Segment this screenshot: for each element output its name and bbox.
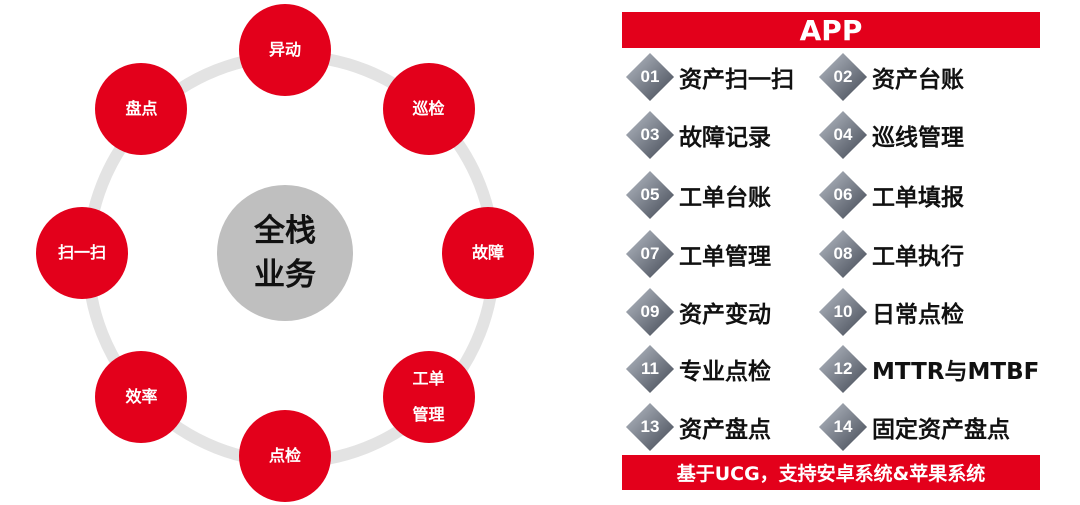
item-label: 工单填报 — [872, 185, 964, 211]
center-line1: 全栈 — [254, 213, 316, 249]
app-item: 02 资产台账 — [818, 52, 964, 102]
diamond-number-icon: 03 — [625, 110, 675, 160]
diamond-number-icon: 08 — [818, 229, 868, 279]
app-footer: 基于UCG，支持安卓系统&苹果系统 — [622, 455, 1040, 490]
item-number: 04 — [833, 125, 853, 144]
diamond-number-icon: 02 — [818, 52, 868, 102]
diamond-number-icon: 09 — [625, 287, 675, 337]
item-label: 固定资产盘点 — [872, 417, 1010, 443]
item-label: 工单执行 — [872, 244, 964, 270]
diamond-number-icon: 10 — [818, 287, 868, 337]
app-item: 13 资产盘点 — [625, 402, 771, 452]
item-label: 资产扫一扫 — [679, 67, 794, 93]
item-number: 06 — [833, 185, 853, 204]
diamond-number-icon: 13 — [625, 402, 675, 452]
diamond-number-icon: 01 — [625, 52, 675, 102]
app-item: 07 工单管理 — [625, 229, 771, 279]
item-number: 05 — [640, 185, 660, 204]
item-number: 09 — [640, 302, 660, 321]
item-number: 02 — [833, 67, 853, 86]
item-label: 日常点检 — [872, 302, 964, 328]
diamond-number-icon: 07 — [625, 229, 675, 279]
item-number: 08 — [833, 244, 853, 263]
node-2: 故障 — [442, 207, 534, 299]
app-item: 05 工单台账 — [625, 170, 771, 220]
diamond-number-icon: 14 — [818, 402, 868, 452]
app-item: 10 日常点检 — [818, 287, 964, 337]
item-number: 03 — [640, 125, 660, 144]
node-label: 扫一扫 — [57, 243, 106, 262]
app-item: 03 故障记录 — [625, 110, 771, 160]
item-number: 10 — [833, 302, 853, 321]
item-label: 故障记录 — [679, 125, 771, 151]
node-1: 巡检 — [382, 63, 475, 156]
app-item: 08 工单执行 — [818, 229, 964, 279]
app-item: 06 工单填报 — [818, 170, 964, 220]
app-header: APP — [622, 12, 1040, 48]
center-line2: 业务 — [254, 257, 316, 293]
node-label: 异动 — [268, 40, 301, 59]
center-circle: 全栈 业务 — [217, 185, 353, 321]
app-item: 01 资产扫一扫 — [625, 52, 794, 102]
item-number: 11 — [641, 359, 659, 378]
node-6: 扫一扫 — [36, 207, 128, 299]
node-5: 效率 — [95, 350, 188, 443]
node-label: 点检 — [268, 446, 301, 465]
node-4: 点检 — [239, 410, 331, 502]
node-label: 巡检 — [412, 99, 445, 119]
item-label: 资产盘点 — [679, 417, 771, 443]
app-item: 09 资产变动 — [625, 287, 771, 337]
item-label: 资产台账 — [872, 67, 964, 93]
node-label: 盘点 — [125, 99, 158, 119]
diamond-number-icon: 11 — [625, 344, 675, 394]
item-number: 12 — [833, 359, 853, 378]
item-label: MTTR与MTBF — [872, 359, 1040, 385]
item-number: 13 — [640, 417, 660, 436]
item-label: 巡线管理 — [872, 125, 964, 151]
node-label: 效率 — [125, 386, 158, 406]
diamond-number-icon: 12 — [818, 344, 868, 394]
node-3: 工单管理 — [382, 350, 475, 443]
item-label: 工单台账 — [679, 185, 771, 211]
node-0: 异动 — [239, 4, 331, 96]
node-7: 盘点 — [95, 63, 188, 156]
item-label: 资产变动 — [679, 302, 771, 328]
item-number: 14 — [833, 417, 853, 436]
item-label: 工单管理 — [679, 244, 771, 270]
item-number: 01 — [640, 67, 660, 86]
node-label: 管理 — [412, 404, 445, 424]
item-number: 07 — [640, 244, 660, 263]
app-item: 04 巡线管理 — [818, 110, 964, 160]
diamond-number-icon: 06 — [818, 170, 868, 220]
app-item: 12 MTTR与MTBF — [818, 344, 1040, 394]
diamond-number-icon: 04 — [818, 110, 868, 160]
node-label: 故障 — [471, 243, 504, 262]
app-item: 14 固定资产盘点 — [818, 402, 1010, 452]
app-item: 11 专业点检 — [625, 344, 771, 394]
node-label: 工单 — [412, 368, 445, 388]
item-label: 专业点检 — [679, 359, 771, 385]
diamond-number-icon: 05 — [625, 170, 675, 220]
